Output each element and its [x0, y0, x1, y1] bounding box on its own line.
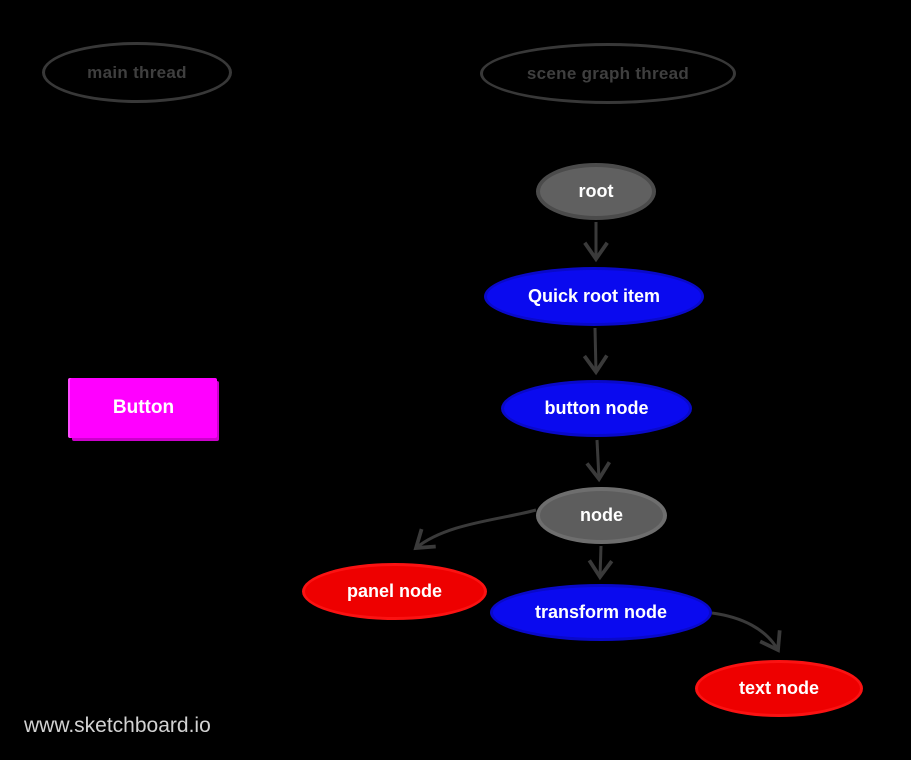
- node-text-node-label: text node: [738, 678, 819, 698]
- node-transform-node[interactable]: transform node: [490, 584, 712, 641]
- edge-node-to-transform-node[interactable]: [587, 545, 614, 581]
- sketchboard-watermark: www.sketchboard.io: [24, 714, 211, 737]
- node-node-label: node: [580, 505, 623, 525]
- node-transform-node-label: transform node: [534, 602, 667, 622]
- node-quick-root-item[interactable]: Quick root item: [484, 267, 704, 326]
- button-shape-label: Button: [112, 397, 175, 418]
- button-shape[interactable]: Button: [70, 378, 217, 438]
- lane-scene-graph-thread[interactable]: scene graph thread: [480, 43, 736, 104]
- lane-main-thread-label: main thread: [87, 62, 187, 82]
- node-root[interactable]: root: [536, 163, 656, 220]
- node-panel-node-label: panel node: [346, 581, 442, 601]
- node-node[interactable]: node: [536, 487, 667, 544]
- node-button-node-label: button node: [544, 398, 649, 418]
- node-quick-root-item-label: Quick root item: [527, 286, 661, 306]
- node-text-node[interactable]: text node: [695, 660, 863, 717]
- lane-scene-graph-thread-label: scene graph thread: [526, 63, 690, 83]
- edge-transform-node-to-text-node[interactable]: [711, 611, 782, 653]
- node-button-node[interactable]: button node: [501, 380, 692, 437]
- node-panel-node[interactable]: panel node: [302, 563, 487, 620]
- edge-node-to-panel-node[interactable]: [413, 508, 537, 551]
- node-root-label: root: [578, 181, 614, 201]
- edge-quick-root-item-to-button-node[interactable]: [582, 327, 609, 376]
- edge-button-node-to-node[interactable]: [585, 439, 611, 483]
- lane-main-thread[interactable]: main thread: [42, 42, 232, 103]
